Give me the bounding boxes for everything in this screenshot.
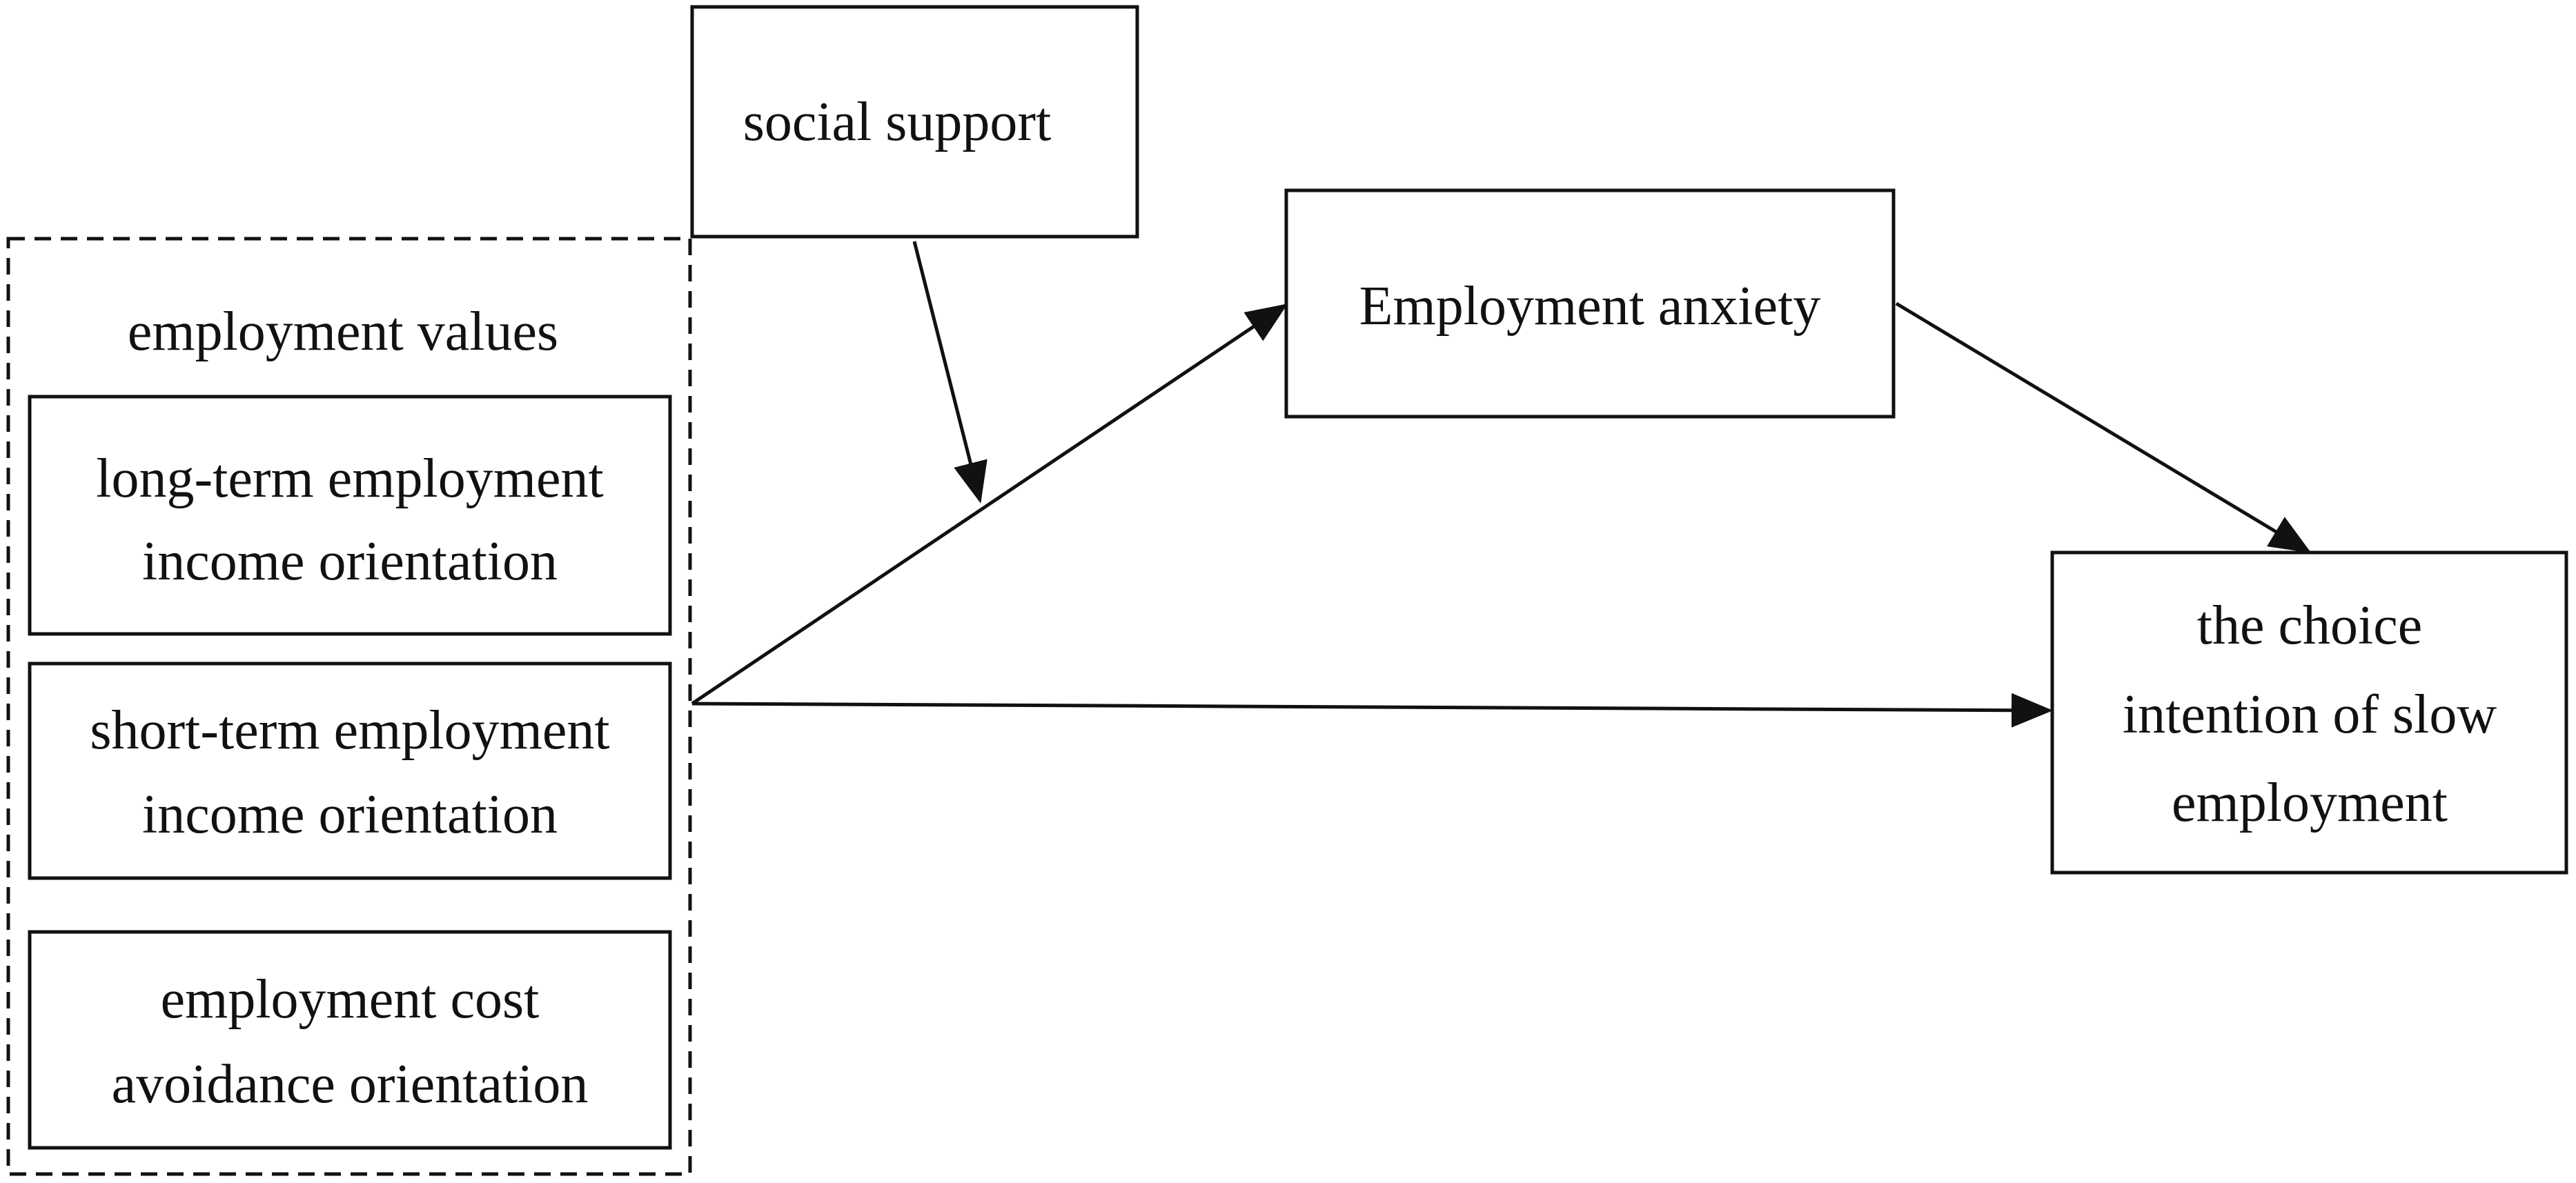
node-short-term-line1: short-term employment — [90, 700, 609, 761]
arrow-anxiety-to-intention — [1895, 301, 2312, 553]
node-social-support-label: social support — [743, 92, 1052, 152]
node-employment-anxiety-label: Employment anxiety — [1359, 276, 1821, 337]
node-outcome-line1: the choice — [2197, 595, 2422, 656]
node-cost-avoidance-orientation: employment cost avoidance orientation — [28, 930, 672, 1150]
node-cost-avoidance-line2: avoidance orientation — [112, 1054, 589, 1115]
node-slow-employment-intention: the choice intention of slow employment — [2050, 550, 2568, 875]
node-social-support: social support — [690, 5, 1139, 239]
node-cost-avoidance-line1: employment cost — [161, 969, 540, 1030]
node-short-term-income-orientation: short-term employment income orientation — [28, 662, 672, 880]
node-outcome-line3: employment — [2172, 773, 2448, 833]
node-employment-anxiety: Employment anxiety — [1284, 188, 1896, 419]
node-long-term-income-orientation: long-term employment income orientation — [28, 395, 672, 636]
arrow-values-to-anxiety — [691, 304, 1288, 706]
arrow-social-support-moderation — [912, 241, 987, 504]
node-long-term-line1: long-term employment — [96, 448, 603, 509]
employment-values-group: employment values — [6, 237, 692, 1176]
node-short-term-line2: income orientation — [142, 784, 558, 845]
employment-values-label: employment values — [128, 301, 558, 362]
arrow-values-to-intention — [691, 693, 2053, 728]
node-long-term-line2: income orientation — [142, 531, 558, 592]
node-outcome-line2: intention of slow — [2123, 684, 2497, 745]
